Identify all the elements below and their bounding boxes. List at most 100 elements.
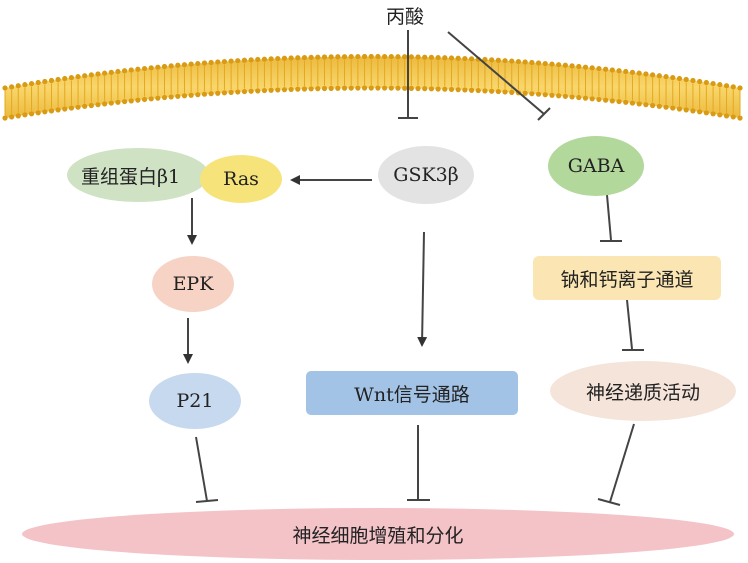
lipid-head bbox=[148, 65, 154, 71]
lipid-head bbox=[62, 75, 68, 82]
edge-p21-outcome-bar bbox=[195, 499, 219, 503]
lipid-head bbox=[375, 53, 381, 60]
lipid-head bbox=[301, 54, 308, 61]
lipid-head bbox=[215, 59, 221, 65]
lipid-head bbox=[355, 85, 361, 91]
lipid-head bbox=[522, 90, 528, 96]
lipid-head bbox=[241, 57, 248, 63]
lipid-head bbox=[569, 63, 575, 69]
lipid-head bbox=[482, 56, 488, 63]
lipid-head bbox=[428, 86, 435, 92]
lipid-head bbox=[22, 82, 28, 88]
lipid-head bbox=[442, 86, 448, 92]
lipid-head bbox=[643, 102, 649, 108]
lipid-head bbox=[717, 82, 723, 88]
node-p21-label: P21 bbox=[176, 390, 214, 412]
lipid-head bbox=[723, 83, 730, 89]
lipid-head bbox=[68, 74, 75, 81]
lipid-head bbox=[135, 66, 141, 72]
lipid-head bbox=[228, 58, 234, 64]
lipid-head bbox=[281, 55, 288, 61]
lipid-head bbox=[315, 86, 321, 92]
node-outcome-label: 神经细胞增殖和分化 bbox=[292, 524, 464, 547]
lipid-head bbox=[15, 83, 21, 89]
lipid-head bbox=[643, 71, 649, 77]
lipid-head bbox=[301, 86, 308, 92]
lipid-head bbox=[148, 96, 154, 102]
lipid-head bbox=[181, 62, 188, 68]
lipid-head bbox=[495, 57, 501, 63]
lipid-head bbox=[670, 105, 676, 111]
lipid-head bbox=[589, 65, 595, 71]
lipid-head bbox=[428, 54, 435, 60]
lipid-head bbox=[9, 114, 15, 120]
lipid-head bbox=[248, 88, 254, 94]
node-neurotransmitter-activity-label: 神经递质活动 bbox=[585, 381, 700, 404]
lipid-head bbox=[522, 59, 528, 65]
node-outcome: 神经细胞增殖和分化 bbox=[22, 508, 734, 560]
lipid-head bbox=[188, 92, 194, 98]
lipid-head bbox=[35, 110, 41, 116]
lipid-head bbox=[128, 67, 134, 73]
lipid-head bbox=[181, 93, 188, 99]
lipid-head bbox=[509, 89, 515, 95]
lipid-head bbox=[535, 60, 542, 66]
lipid-head bbox=[502, 58, 508, 64]
lipid-head bbox=[603, 66, 609, 72]
lipid-head bbox=[596, 65, 602, 72]
lipid-head bbox=[462, 55, 468, 62]
edge-propionate-gaba-bar bbox=[537, 107, 551, 121]
node-ras: Ras bbox=[200, 155, 282, 203]
lipid-head bbox=[683, 76, 689, 83]
lipid-head bbox=[448, 86, 455, 93]
lipid-head bbox=[22, 112, 28, 118]
lipid-head bbox=[215, 90, 221, 96]
lipid-head bbox=[341, 54, 348, 60]
lipid-head bbox=[388, 85, 394, 91]
lipid-head bbox=[603, 97, 609, 103]
lipid-head bbox=[402, 85, 408, 91]
lipid-head bbox=[616, 98, 622, 105]
lipid-head bbox=[388, 53, 394, 60]
lipid-head bbox=[241, 88, 248, 95]
lipid-head bbox=[42, 109, 48, 115]
lipid-head bbox=[261, 87, 268, 94]
lipid-head bbox=[335, 85, 341, 91]
lipid-head bbox=[529, 59, 535, 66]
lipid-head bbox=[361, 53, 368, 60]
lipid-head bbox=[361, 85, 368, 91]
lipid-head bbox=[408, 54, 414, 60]
lipid-head bbox=[195, 60, 201, 67]
lipid-head bbox=[308, 54, 314, 60]
lipid-head bbox=[315, 54, 321, 60]
lipid-head bbox=[268, 56, 274, 62]
lipid-head bbox=[235, 89, 241, 95]
lipid-head bbox=[115, 99, 121, 105]
lipid-head bbox=[415, 85, 421, 92]
edge-propionate-gaba bbox=[447, 31, 545, 115]
stimulus-label-propionate: 丙酸 bbox=[386, 6, 425, 28]
lipid-head bbox=[468, 56, 475, 62]
lipid-head bbox=[656, 73, 662, 79]
lipid-head bbox=[623, 99, 629, 105]
lipid-head bbox=[141, 65, 148, 72]
lipid-head bbox=[261, 56, 268, 62]
lipid-head bbox=[723, 113, 730, 119]
lipid-head bbox=[88, 72, 94, 78]
lipid-head bbox=[368, 85, 374, 91]
lipid-head bbox=[676, 75, 683, 82]
lipid-head bbox=[703, 110, 709, 116]
edge-gsk3b-wnt bbox=[417, 231, 428, 347]
lipid-head bbox=[48, 108, 55, 114]
lipid-head bbox=[95, 102, 101, 108]
node-gsk3b-label: GSK3β bbox=[393, 164, 459, 186]
node-na-ca-channel-label: 钠和钙离子通道 bbox=[560, 268, 694, 291]
lipid-head bbox=[321, 54, 328, 60]
lipid-head bbox=[75, 104, 81, 110]
lipid-head bbox=[75, 74, 81, 80]
lipid-head bbox=[275, 55, 281, 62]
lipid-head bbox=[175, 93, 181, 99]
lipid-head bbox=[228, 89, 234, 95]
lipid-head bbox=[161, 94, 168, 101]
lipid-head bbox=[28, 111, 35, 117]
